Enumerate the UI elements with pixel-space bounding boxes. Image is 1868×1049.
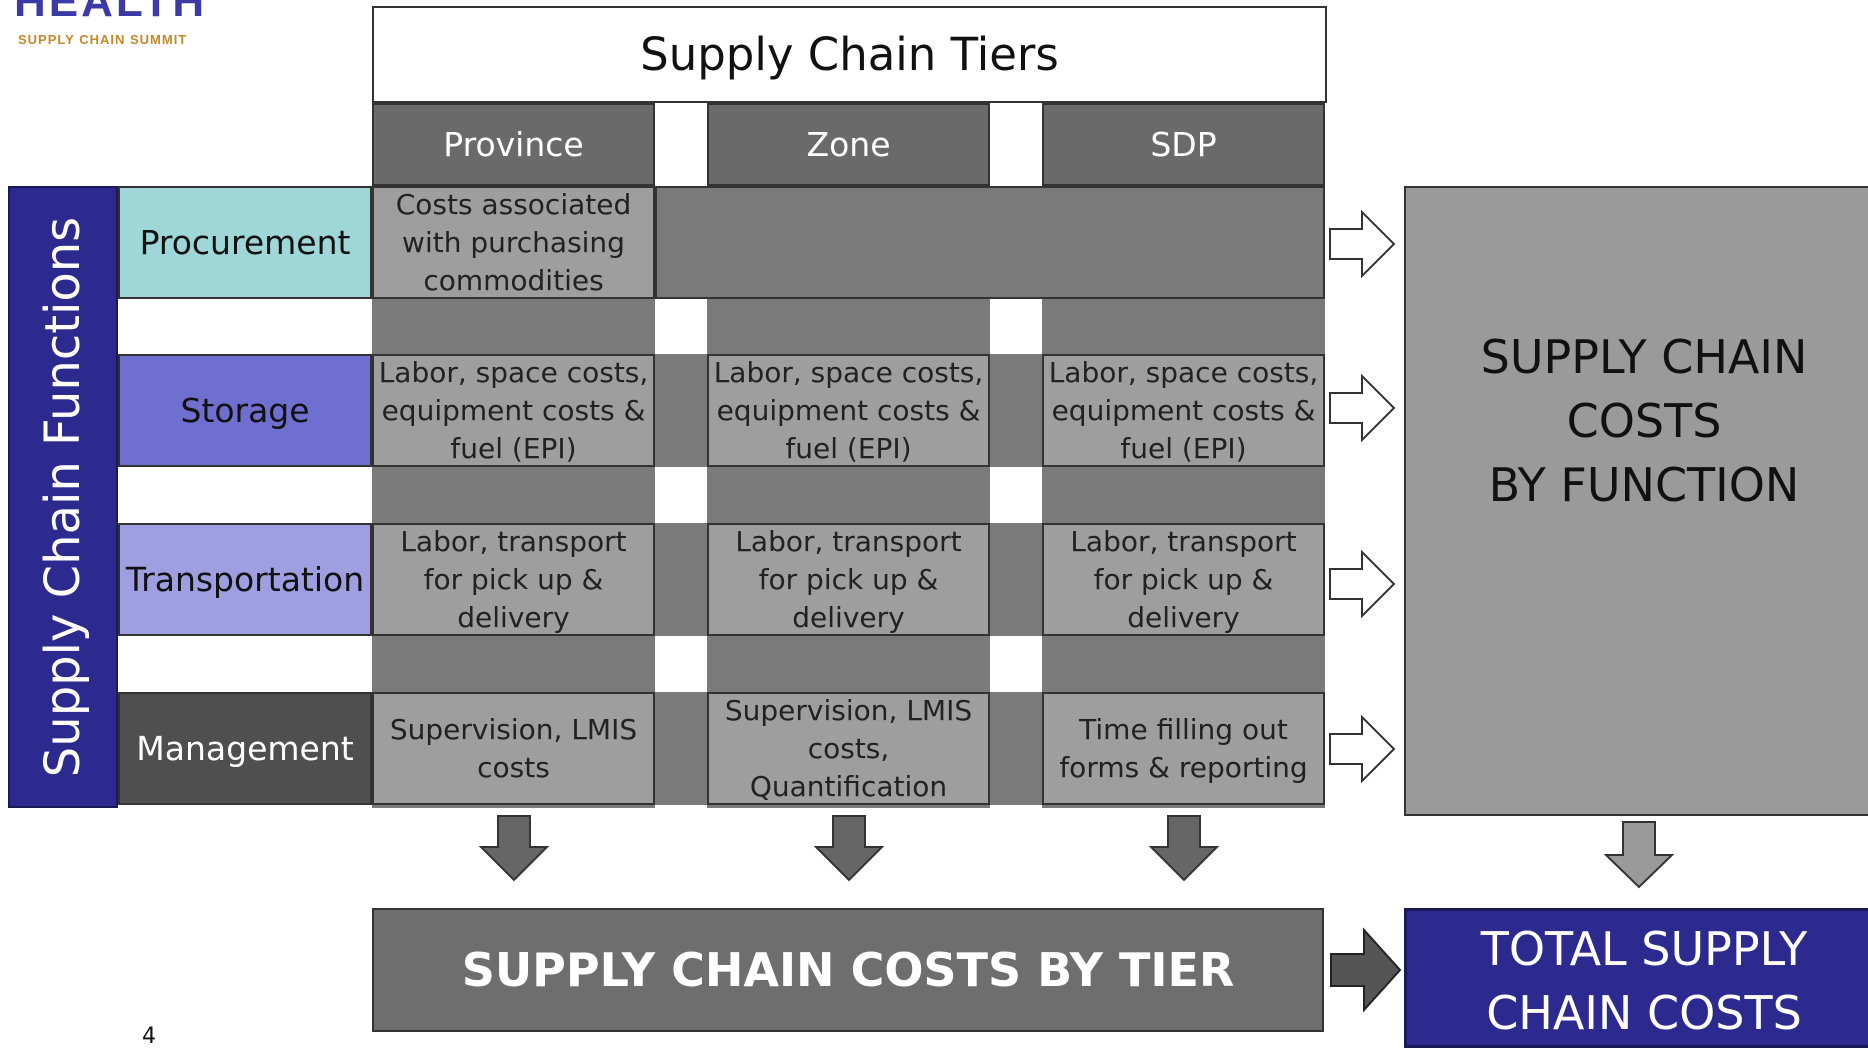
function-storage: Storage — [118, 354, 372, 467]
function-management: Management — [118, 692, 372, 805]
cell-transportation-province: Labor, transport for pick up & delivery — [372, 523, 655, 636]
tier-province: Province — [372, 103, 655, 186]
transportation-row-band — [990, 523, 1042, 636]
cell-management-province: Supervision, LMIS costs — [372, 692, 655, 805]
storage-row-band — [655, 354, 707, 467]
cell-management-sdp: Time filling out forms & reporting — [1042, 692, 1325, 805]
summit-logo-subtitle: SUPPLY CHAIN SUMMIT — [18, 32, 188, 47]
cell-procurement-province: Costs associated with purchasing commodi… — [372, 186, 655, 299]
costs-by-function-box: SUPPLY CHAIN COSTS BY FUNCTION — [1404, 186, 1868, 816]
right-arrow-icon — [1329, 373, 1396, 443]
storage-row-band — [990, 354, 1042, 467]
down-arrow-icon — [813, 815, 885, 882]
right-arrow-icon — [1329, 209, 1396, 279]
page-number: 4 — [142, 1024, 156, 1049]
right-arrow-icon — [1330, 927, 1402, 1013]
transportation-row-band — [655, 523, 707, 636]
total-supply-chain-costs-box: TOTAL SUPPLY CHAIN COSTS — [1404, 908, 1868, 1048]
right-arrow-icon — [1329, 549, 1396, 619]
cell-storage-zone: Labor, space costs, equipment costs & fu… — [707, 354, 990, 467]
costs-by-tier-box: SUPPLY CHAIN COSTS BY TIER — [372, 908, 1324, 1032]
costs-by-function-line1: SUPPLY CHAIN — [1480, 330, 1808, 384]
management-row-band — [990, 692, 1042, 805]
total-line2: CHAIN COSTS — [1486, 986, 1802, 1040]
management-row-band — [655, 692, 707, 805]
cell-management-zone: Supervision, LMIS costs, Quantification — [707, 692, 990, 805]
down-arrow-icon — [1603, 821, 1675, 889]
function-procurement: Procurement — [118, 186, 372, 299]
summit-logo-title: HEALTH — [14, 0, 208, 26]
right-arrow-icon — [1329, 714, 1396, 784]
tier-sdp: SDP — [1042, 103, 1325, 186]
tiers-title: Supply Chain Tiers — [372, 6, 1327, 103]
procurement-row-band — [655, 186, 1325, 299]
cell-storage-sdp: Labor, space costs, equipment costs & fu… — [1042, 354, 1325, 467]
tier-zone: Zone — [707, 103, 990, 186]
functions-vertical-bar: Supply Chain Functions — [8, 186, 118, 808]
cell-transportation-sdp: Labor, transport for pick up & delivery — [1042, 523, 1325, 636]
down-arrow-icon — [1148, 815, 1220, 882]
costs-by-function-line3: BY FUNCTION — [1488, 458, 1800, 512]
down-arrow-icon — [478, 815, 550, 882]
cell-storage-province: Labor, space costs, equipment costs & fu… — [372, 354, 655, 467]
total-line1: TOTAL SUPPLY — [1480, 922, 1808, 976]
costs-by-function-line2: COSTS — [1566, 394, 1722, 448]
cell-transportation-zone: Labor, transport for pick up & delivery — [707, 523, 990, 636]
function-transportation: Transportation — [118, 523, 372, 636]
